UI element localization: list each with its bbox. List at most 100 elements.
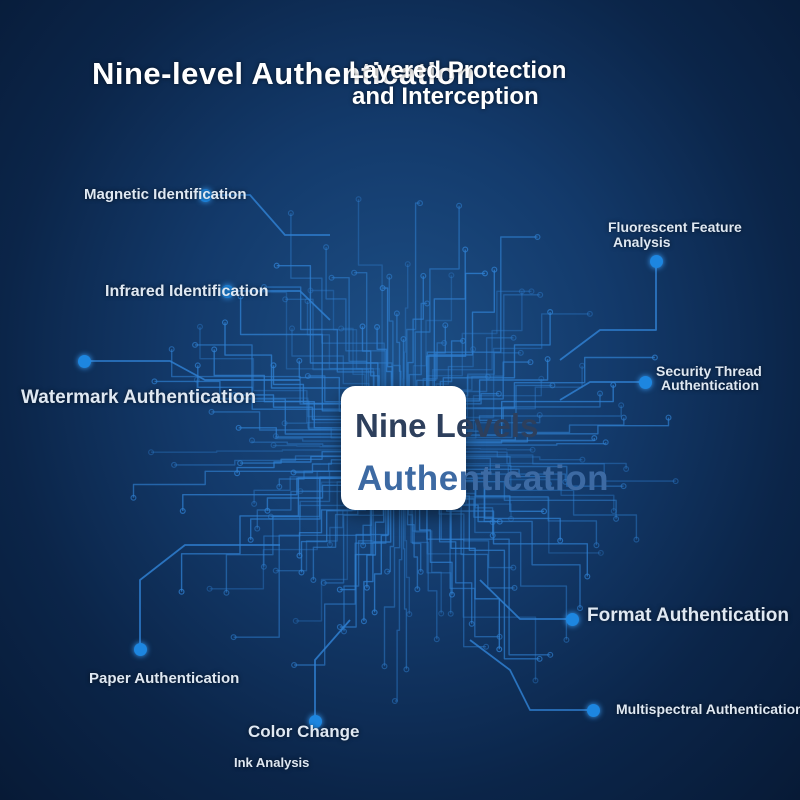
circuit-trace (240, 451, 364, 464)
circuit-pad (527, 359, 534, 366)
circuit-pad (360, 618, 367, 625)
circuit-pad (247, 536, 254, 543)
circuit-pad (151, 378, 158, 385)
circuit-trace (154, 380, 351, 435)
circuit-trace (445, 313, 590, 419)
circuit-trace (251, 440, 359, 447)
circuit-pad (374, 324, 381, 331)
circuit-pad (363, 584, 370, 591)
circuit-pad (171, 461, 178, 468)
circuit-trace (434, 495, 540, 660)
format-dot-icon (566, 613, 579, 626)
circuit-pad (591, 435, 598, 442)
circuit-pad (420, 272, 427, 279)
circuit-pad (602, 439, 609, 446)
circuit-trace (239, 296, 364, 412)
circuit-pad (320, 579, 327, 586)
circuit-pad (178, 588, 185, 595)
circuit-pad (456, 202, 463, 209)
circuit-pad (260, 563, 267, 570)
circuit-trace (403, 264, 409, 396)
circuit-pad (448, 272, 455, 279)
circuit-pad (231, 391, 238, 398)
circuit-trace (306, 301, 374, 403)
circuit-pad (351, 269, 358, 276)
circuit-pad (593, 542, 600, 549)
circuit-pad (403, 666, 410, 673)
circuit-pad (281, 420, 288, 427)
circuit-trace (456, 417, 670, 443)
circuit-trace (559, 261, 657, 361)
circuit-trace (443, 384, 553, 432)
circuit-pad (417, 200, 424, 207)
circuit-pad (297, 488, 304, 495)
circuit-pad (234, 470, 241, 477)
circuit-pad (481, 270, 488, 277)
circuit-pad (544, 356, 551, 363)
circuit-pad (442, 322, 449, 329)
circuit-pad (576, 605, 583, 612)
circuit-pad (371, 609, 378, 616)
circuit-trace (314, 619, 351, 721)
circuit-trace (469, 639, 593, 711)
circuit-pad (547, 308, 554, 315)
circuit-trace (275, 481, 368, 572)
circuit-trace (559, 381, 645, 401)
center-title-line1: Nine Levels (355, 407, 539, 444)
circuit-trace (443, 415, 541, 439)
circuit-pad (237, 293, 244, 300)
circuit-pad (484, 373, 491, 380)
circuit-pad (336, 586, 343, 593)
circuit-trace (446, 478, 588, 577)
circuit-trace (455, 463, 615, 512)
circuit-pad (618, 402, 625, 409)
subtitle-line2: and Interception (352, 83, 539, 110)
circuit-trace (394, 489, 403, 702)
infrared-dot-icon (221, 285, 234, 298)
circuit-trace (373, 496, 395, 613)
page-title: Nine-level Authentication (92, 56, 476, 91)
circuit-trace (429, 478, 568, 640)
circuit-pad (448, 591, 455, 598)
circuit-trace (439, 378, 542, 431)
circuit-pad (221, 319, 228, 326)
circuit-pad (529, 446, 536, 453)
circuit-trace (461, 454, 676, 482)
circuit-pad (518, 288, 525, 295)
circuit-pad (651, 354, 658, 361)
subtitle-line1: Layered Protection (349, 57, 567, 84)
circuit-pad (468, 620, 475, 627)
circuit-trace (436, 477, 581, 609)
circuit-pad (326, 541, 333, 548)
label-format-authentication: Format Authentication (587, 605, 789, 626)
circuit-pad (584, 573, 591, 580)
circuit-trace (448, 465, 638, 540)
label-watermark-authentication: Watermark Authentication (21, 387, 257, 408)
circuit-trace (442, 312, 551, 411)
circuit-trace (410, 494, 438, 640)
circuit-trace (412, 275, 453, 411)
circuit-trace (447, 451, 627, 469)
circuit-trace (363, 502, 392, 622)
circuit-pad (391, 698, 398, 705)
circuit-pad (304, 372, 311, 379)
circuit-pad (282, 296, 289, 303)
circuit-pad (489, 532, 496, 539)
circuit-pad (633, 536, 640, 543)
circuit-pad (193, 376, 200, 383)
circuit-pad (557, 537, 564, 544)
circuit-pad (130, 494, 137, 501)
circuit-pad (517, 349, 524, 356)
label-multispectral-authentication: Multispectral Authentication (616, 701, 800, 717)
circuit-pad (541, 508, 548, 515)
circuit-trace (453, 456, 624, 487)
circuit-pad (179, 507, 186, 514)
circuit-trace (199, 326, 361, 424)
circuit-pad (404, 261, 411, 268)
circuit-pad (613, 515, 620, 522)
circuit-pad (414, 586, 421, 593)
circuit-trace (414, 491, 452, 614)
circuit-trace (291, 328, 370, 412)
circuit-pad (620, 483, 627, 490)
circuit-trace (426, 490, 537, 681)
